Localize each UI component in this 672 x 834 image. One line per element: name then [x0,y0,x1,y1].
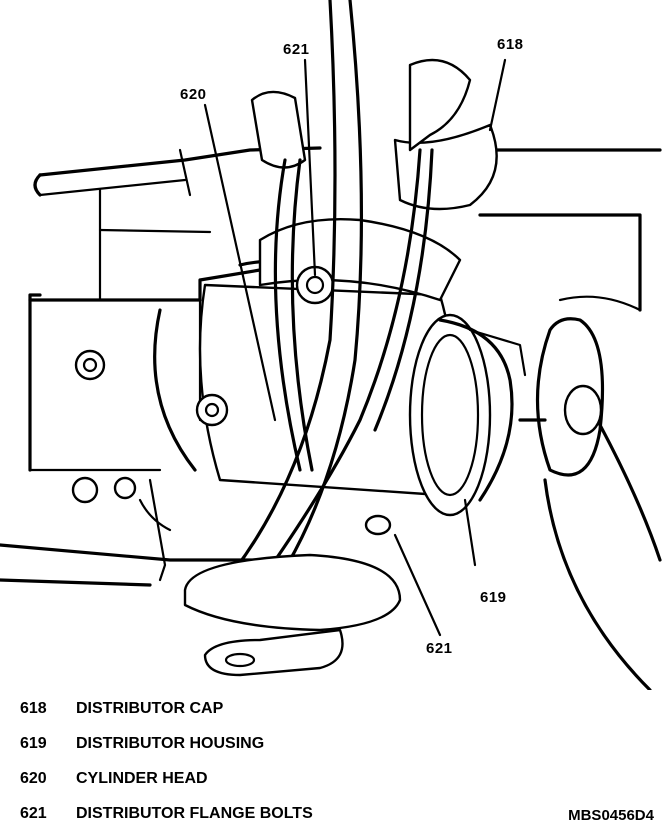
distributor-cap-drawing [208,0,498,622]
engine-line-drawing [0,0,662,692]
right-bracket-drawing [478,148,662,692]
legend-label: DISTRIBUTOR CAP [76,700,224,717]
legend-number: 620 [20,770,47,787]
legend-label: DISTRIBUTOR HOUSING [76,735,265,752]
callout-619: 619 [480,589,507,606]
callout-620: 620 [180,86,207,103]
figure-code: MBS0456D4 [568,807,654,824]
legend-label: CYLINDER HEAD [76,770,208,787]
legend-number: 618 [20,700,47,717]
callout-621-bottom: 621 [426,640,453,657]
distributor-housing-drawing [195,259,527,517]
callout-621-top: 621 [283,41,310,58]
callout-leader-lines [203,58,507,637]
legend-number: 621 [20,805,47,822]
legend-number: 619 [20,735,47,752]
legend-label: DISTRIBUTOR FLANGE BOLTS [76,805,313,822]
callout-618: 618 [497,36,524,53]
distributor-illustration: 618 620 621 619 621 [0,0,662,692]
distributor-flange-drawing [138,478,402,677]
